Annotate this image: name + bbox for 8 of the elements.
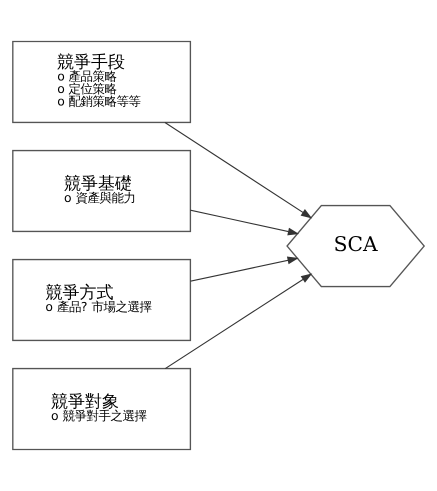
arrow — [190, 210, 300, 236]
node-box: 競爭基礎 o 資產與能力 — [12, 150, 192, 232]
arrow — [164, 273, 312, 370]
node-box: 競爭手段 o 產品策略 o 定位策略 o 配銷策略等等 — [12, 40, 192, 124]
node-box: 競爭對象 o 競爭對手之選擇 — [12, 368, 192, 450]
node-box: 競爭方式 o 產品? 市場之選擇 — [12, 258, 192, 342]
arrow — [190, 256, 299, 282]
arrow — [164, 122, 312, 218]
